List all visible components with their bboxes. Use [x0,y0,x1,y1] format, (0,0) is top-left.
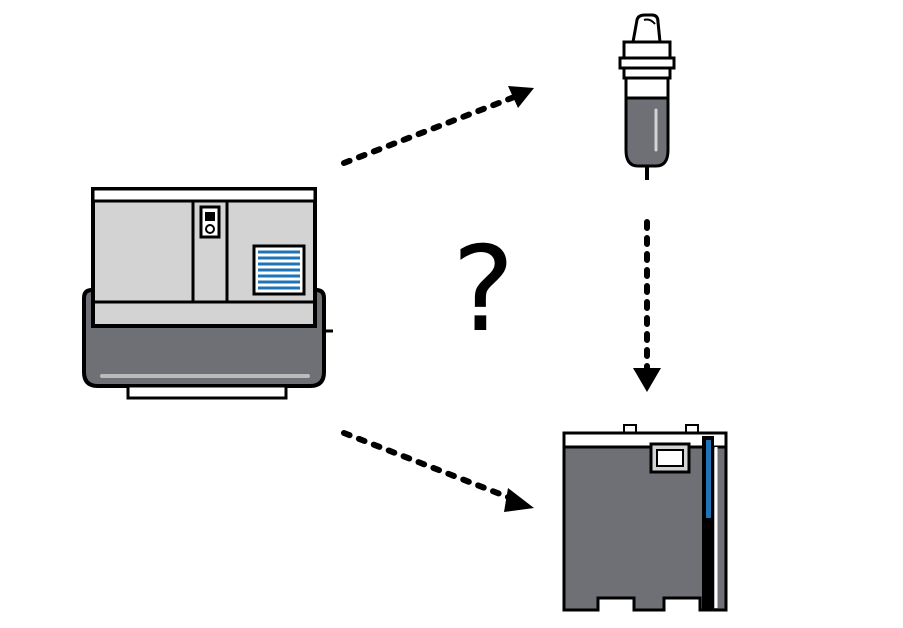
question-mark: ? [452,220,515,358]
arrowhead-icon [508,86,534,108]
arrowhead-icon [504,488,534,512]
connector-compressor-to-tank [341,430,534,512]
connector-compressor-to-filter [341,86,534,166]
air-compressor-icon [82,187,333,400]
connector-filter-to-tank [633,219,661,392]
inline-filter-icon [618,13,676,180]
collection-tank-icon [562,424,728,612]
arrowhead-icon [633,368,661,392]
